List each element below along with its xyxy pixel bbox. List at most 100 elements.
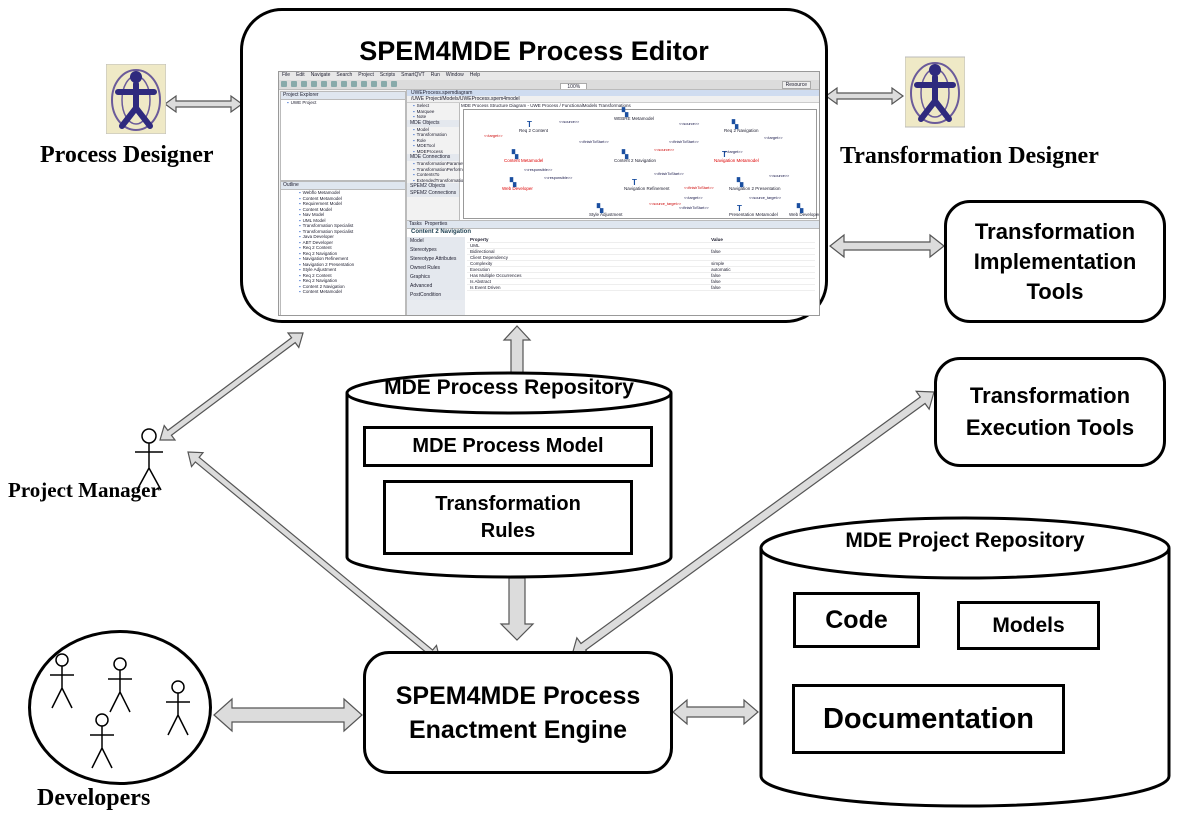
properties-section[interactable]: Advanced <box>407 282 465 291</box>
property-value[interactable]: false <box>708 248 815 255</box>
menu-item[interactable]: Window <box>445 72 464 78</box>
menu-item[interactable]: SmartQVT <box>401 72 425 78</box>
outline-item[interactable]: Transformation Specialist <box>293 229 405 235</box>
property-value[interactable]: simple <box>708 260 815 267</box>
outline-item[interactable]: UML Model <box>293 218 405 224</box>
palette-tool[interactable]: Select <box>407 103 459 109</box>
diagram-node[interactable]: Web Developer <box>789 212 820 217</box>
palette-connection[interactable]: TransformationParamet... <box>407 161 468 167</box>
palette-tool[interactable]: Marquee <box>407 109 459 115</box>
properties-section[interactable]: Model <box>407 237 465 246</box>
outline-item[interactable]: Navigation Refinement <box>293 256 405 262</box>
properties-section[interactable]: PostCondition <box>407 291 465 300</box>
outline-item[interactable]: Req 2 Content <box>293 245 405 251</box>
palette-section[interactable]: MDE Objects <box>407 119 459 127</box>
developer-icon <box>50 653 74 709</box>
outline-item[interactable]: Req 2 Navigation <box>293 278 405 284</box>
property-value[interactable]: false <box>708 278 815 285</box>
outline-item[interactable]: Webflo Metamodel <box>293 190 405 196</box>
palette-section[interactable]: SPEM2 Connections <box>407 190 459 197</box>
menu-item[interactable]: File <box>282 72 291 78</box>
diagram-edge-label: <<finishToStart>> <box>684 186 714 190</box>
model-icon: ▚ <box>737 178 744 187</box>
outline-item[interactable]: Req 2 Content <box>293 273 405 279</box>
palette-object[interactable]: MDEProcess <box>407 149 459 155</box>
properties-header: Property <box>467 237 709 243</box>
palette-object[interactable]: MDETool <box>407 143 459 149</box>
property-value[interactable]: automatic <box>708 266 815 273</box>
diagram-tab[interactable]: UWEProcess.spemdiagram <box>407 90 819 96</box>
outline-item[interactable]: Nav Model <box>293 212 405 218</box>
diagram-node[interactable]: Web Developer <box>502 186 533 191</box>
diagram-node[interactable]: Content Metamodel <box>504 158 544 163</box>
menu-item[interactable]: Run <box>430 72 440 78</box>
outline-item[interactable]: Java Developer <box>293 234 405 240</box>
outline-item[interactable]: Style Adjustment <box>293 267 405 273</box>
diagram-node[interactable]: Content 2 Navigation <box>614 158 657 163</box>
property-value[interactable]: false <box>708 272 815 279</box>
outline-item[interactable]: Req 2 Navigation <box>293 251 405 257</box>
palette-connection[interactable]: ExtendedTransformation <box>407 178 466 184</box>
developer-icon <box>90 713 114 769</box>
properties-tabs[interactable]: Tasks Properties <box>407 221 819 229</box>
palette-object[interactable]: Role <box>407 138 459 144</box>
property-name: Complexity <box>467 260 709 267</box>
outline-item[interactable]: ABT Developer <box>293 240 405 246</box>
palette-section[interactable]: SPEM2 Objects <box>407 183 459 190</box>
diagram-node[interactable]: Navigation 2 Presentation <box>729 186 781 191</box>
model-icon: ▚ <box>510 178 517 187</box>
outline-item[interactable]: Content Model <box>293 207 405 213</box>
outline-item[interactable]: Content Metamodel <box>293 289 405 295</box>
menu-item[interactable]: Project <box>358 72 374 78</box>
properties-group[interactable]: UML <box>467 242 709 249</box>
ide-zoom[interactable]: 100% <box>560 83 588 91</box>
properties-group-row: UML <box>467 242 815 249</box>
outline-item[interactable]: Navigation 2 Presentation <box>293 262 405 268</box>
diagram-node[interactable]: WEBRE Metamodel <box>614 116 655 121</box>
diagram-node[interactable]: Presentation Metamodel <box>729 212 778 217</box>
outline-item[interactable]: Transformation Specialist <box>293 223 405 229</box>
model-icon: ▚ <box>597 204 604 213</box>
palette-connection[interactable]: TransformationPerformer <box>407 167 467 173</box>
properties-section[interactable]: Stereotype Attributes <box>407 255 465 264</box>
diagram-node[interactable]: Navigation Refinement <box>624 186 670 191</box>
project-explorer-title: Project Explorer <box>281 92 405 100</box>
palette-section[interactable]: MDE Connections <box>407 154 459 161</box>
ide-resource-perspective[interactable]: Resource <box>781 81 811 89</box>
diagram-path: /UWE Project/Models/UWEProcess.spem4mode… <box>407 96 819 103</box>
menu-item[interactable]: Scripts <box>379 72 396 78</box>
properties-section[interactable]: Graphics <box>407 273 465 282</box>
property-name: Is Event Driven <box>467 284 709 291</box>
property-value[interactable] <box>708 254 815 261</box>
properties-section[interactable]: Stereotypes <box>407 246 465 255</box>
palette-object[interactable]: Model <box>407 127 459 133</box>
diagram-node[interactable]: Req 2 Navigation <box>724 128 759 133</box>
menu-item[interactable]: Navigate <box>310 72 331 78</box>
arrow-engine-project-repository <box>672 698 759 726</box>
palette-tool[interactable]: Note <box>407 114 459 120</box>
diagram-node[interactable]: Navigation Metamodel <box>714 158 759 163</box>
outline-item[interactable]: Content 2 Navigation <box>293 284 405 290</box>
properties-row[interactable]: Client Dependency <box>467 254 815 261</box>
property-value[interactable]: false <box>708 284 815 291</box>
outline-item[interactable]: Content Metamodel <box>293 196 405 202</box>
menu-item[interactable]: Search <box>336 72 353 78</box>
outline-item[interactable]: Requirement Model <box>293 201 405 207</box>
palette-connection[interactable]: ContentsTo <box>407 172 459 178</box>
diagram-node[interactable]: Req 2 Content <box>519 128 549 133</box>
properties-section[interactable]: Owned Rules <box>407 264 465 273</box>
diagram-edge-label: <<finishToStart>> <box>669 140 699 144</box>
menu-item[interactable]: Help <box>469 72 481 78</box>
menu-item[interactable]: Edit <box>296 72 305 78</box>
project-explorer-item[interactable]: UWE Project <box>281 100 405 106</box>
diagram-node[interactable]: Style Adjustment <box>589 212 623 217</box>
palette-object[interactable]: Transformation <box>407 132 459 138</box>
